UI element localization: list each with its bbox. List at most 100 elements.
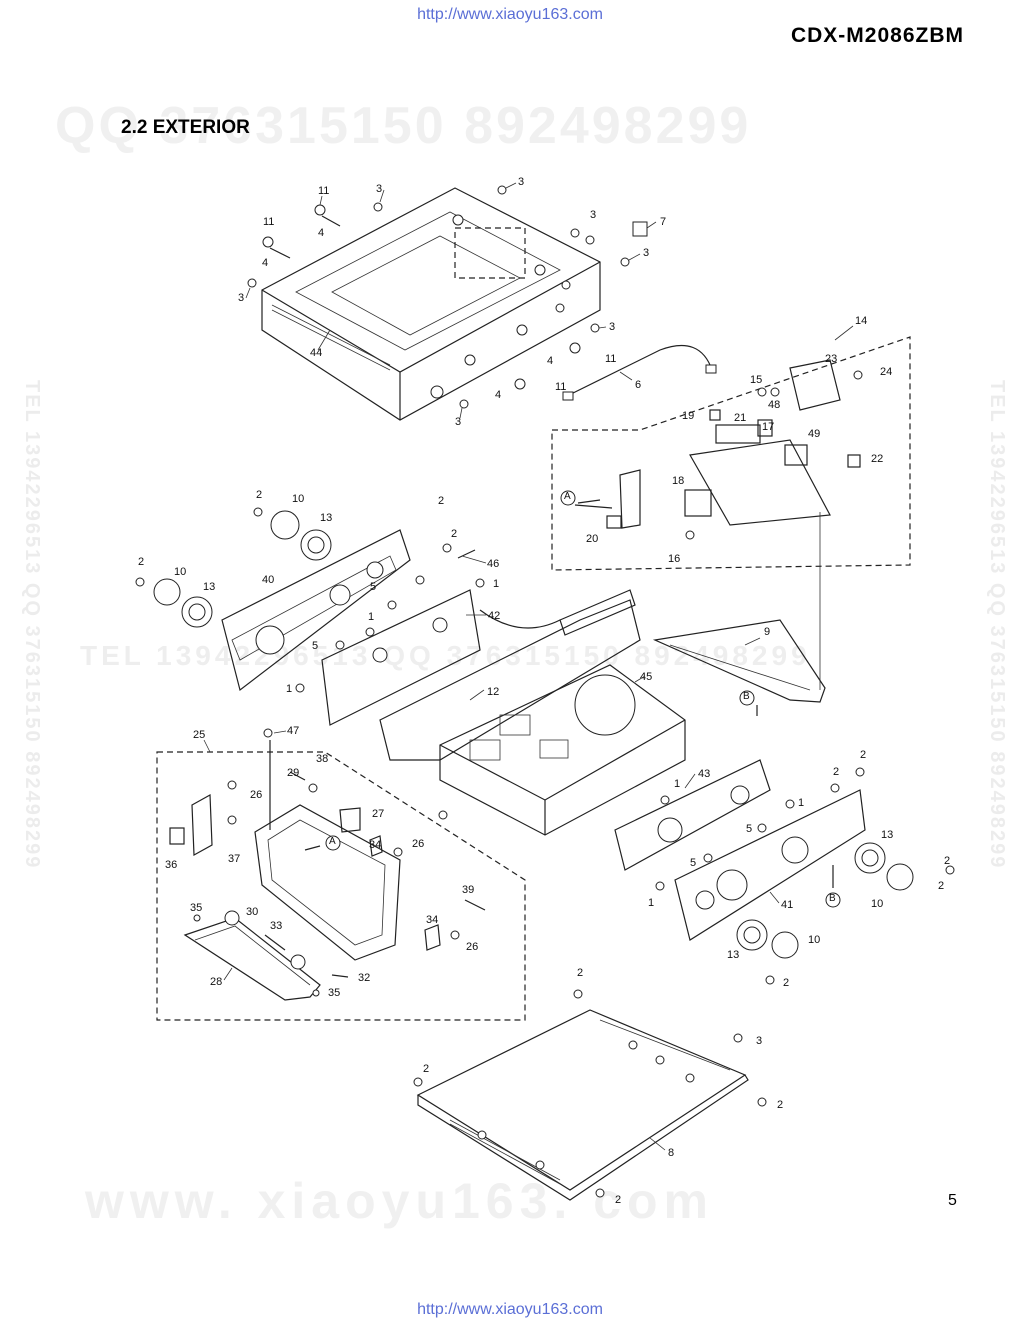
svg-text:11: 11 — [605, 353, 616, 365]
svg-text:10: 10 — [808, 934, 820, 946]
svg-text:1: 1 — [648, 897, 654, 909]
svg-text:37: 37 — [228, 853, 240, 865]
svg-text:12: 12 — [487, 686, 499, 698]
svg-text:19: 19 — [682, 410, 694, 422]
svg-text:2: 2 — [577, 967, 583, 979]
svg-text:2: 2 — [860, 749, 866, 761]
svg-text:2: 2 — [938, 880, 944, 892]
svg-text:2: 2 — [438, 495, 444, 507]
svg-text:11: 11 — [318, 185, 329, 197]
svg-text:26: 26 — [466, 941, 478, 953]
svg-text:1: 1 — [674, 778, 680, 790]
cover-screws — [247, 185, 648, 409]
svg-text:3: 3 — [376, 183, 382, 195]
svg-text:10: 10 — [174, 566, 186, 578]
page-number: 5 — [948, 1192, 957, 1209]
flat-cable — [564, 344, 713, 398]
svg-text:17: 17 — [762, 421, 774, 433]
svg-text:47: 47 — [287, 725, 299, 737]
svg-text:2: 2 — [777, 1099, 783, 1111]
svg-text:28: 28 — [210, 976, 222, 988]
svg-text:40: 40 — [262, 574, 274, 586]
left-side-bracket — [221, 529, 411, 692]
svg-text:4: 4 — [495, 389, 501, 401]
front-panel — [169, 728, 486, 961]
svg-text:26: 26 — [412, 838, 424, 850]
svg-text:7: 7 — [660, 216, 666, 228]
svg-text:43: 43 — [698, 768, 710, 780]
svg-text:9: 9 — [764, 626, 770, 638]
svg-text:34: 34 — [369, 839, 381, 851]
svg-text:2: 2 — [256, 489, 262, 501]
svg-text:2: 2 — [138, 556, 144, 568]
gear-assemblies — [135, 507, 955, 985]
svg-text:13: 13 — [881, 829, 893, 841]
svg-text:25: 25 — [193, 729, 205, 741]
svg-text:21: 21 — [734, 412, 746, 424]
mechanism-rear-bracket — [321, 589, 481, 726]
svg-text:48: 48 — [768, 399, 780, 411]
svg-text:6: 6 — [635, 379, 641, 391]
svg-text:23: 23 — [825, 353, 837, 365]
svg-text:2: 2 — [944, 855, 950, 867]
svg-text:4: 4 — [262, 257, 268, 269]
svg-text:42: 42 — [488, 610, 500, 622]
model-number: CDX-M2086ZBM — [790, 24, 964, 47]
watermark-www: www. xiaoyu163. com — [85, 1173, 715, 1229]
svg-text:3: 3 — [455, 416, 461, 428]
svg-text:1: 1 — [493, 578, 499, 590]
svg-text:14: 14 — [855, 315, 867, 327]
svg-text:13: 13 — [320, 512, 332, 524]
svg-text:13: 13 — [203, 581, 215, 593]
bottom-cover — [413, 989, 767, 1201]
reference-callouts — [304, 490, 841, 908]
source-url-top[interactable]: http://www.xiaoyu163.com — [417, 6, 603, 23]
svg-text:3: 3 — [590, 209, 596, 221]
source-url-bottom[interactable]: http://www.xiaoyu163.com — [417, 1301, 603, 1318]
svg-text:26: 26 — [250, 789, 262, 801]
svg-text:4: 4 — [547, 355, 553, 367]
svg-text:5: 5 — [370, 581, 376, 593]
watermark-tel: TEL 13942296513 QQ 376315150 892498299 — [80, 640, 811, 671]
svg-text:27: 27 — [372, 808, 384, 820]
svg-text:10: 10 — [871, 898, 883, 910]
svg-text:13: 13 — [727, 949, 739, 961]
svg-text:1: 1 — [368, 611, 374, 623]
svg-text:4: 4 — [318, 227, 324, 239]
svg-text:2: 2 — [833, 766, 839, 778]
svg-text:1: 1 — [286, 683, 292, 695]
svg-text:22: 22 — [871, 453, 883, 465]
svg-text:34: 34 — [426, 914, 438, 926]
svg-text:39: 39 — [462, 884, 474, 896]
bottom-shield-plate — [379, 589, 641, 761]
frame-chassis — [652, 619, 826, 703]
svg-text:44: 44 — [310, 347, 322, 359]
main-board — [574, 359, 863, 540]
svg-text:24: 24 — [880, 366, 892, 378]
svg-text:3: 3 — [756, 1035, 762, 1047]
svg-text:16: 16 — [668, 553, 680, 565]
svg-text:5: 5 — [690, 857, 696, 869]
section-title: 2.2 EXTERIOR — [121, 117, 250, 138]
svg-text:18: 18 — [672, 475, 684, 487]
svg-text:49: 49 — [808, 428, 820, 440]
svg-text:3: 3 — [238, 292, 244, 304]
svg-text:8: 8 — [668, 1147, 674, 1159]
top-cover — [261, 187, 601, 421]
part-number-labels: 11 3 3 11 4 3 7 4 3 3 3 44 4 11 4 11 6 3… — [138, 176, 950, 1206]
svg-text:1: 1 — [798, 797, 804, 809]
svg-text:29: 29 — [287, 767, 299, 779]
svg-text:2: 2 — [783, 977, 789, 989]
svg-text:38: 38 — [316, 753, 328, 765]
svg-text:3: 3 — [643, 247, 649, 259]
front-lid — [183, 910, 349, 1001]
svg-text:32: 32 — [358, 972, 370, 984]
svg-text:10: 10 — [292, 493, 304, 505]
svg-text:20: 20 — [586, 533, 598, 545]
svg-text:11: 11 — [263, 216, 274, 228]
svg-text:5: 5 — [312, 640, 318, 652]
leader-lines — [203, 182, 854, 1151]
svg-text:46: 46 — [487, 558, 499, 570]
svg-text:33: 33 — [270, 920, 282, 932]
